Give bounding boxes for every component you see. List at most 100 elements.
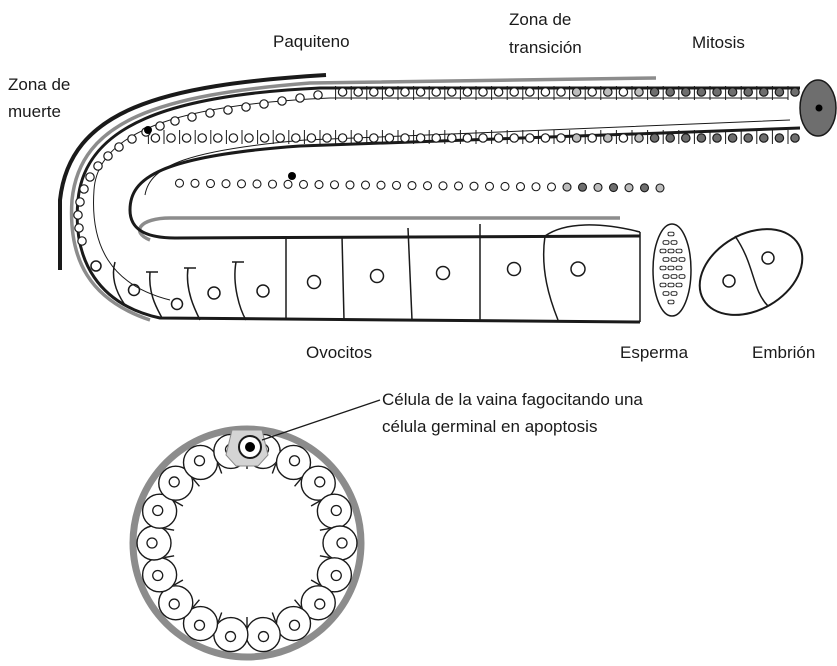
germ-cell (198, 134, 206, 142)
germ-cell (501, 182, 509, 190)
germ-cell (448, 88, 456, 96)
germ-cell (191, 179, 199, 187)
germ-cell (362, 181, 370, 189)
sperm-cell (663, 241, 669, 245)
germ-cell (541, 134, 549, 142)
germ-cell (713, 134, 721, 142)
label-paquiteno: Paquiteno (273, 32, 350, 51)
germ-cell (296, 94, 304, 102)
germ-cell (206, 109, 214, 117)
germ-cell (557, 88, 565, 96)
apoptotic-germ-cell (144, 126, 152, 134)
ring-nucleus (153, 570, 163, 580)
ring-nucleus (195, 620, 205, 630)
sperm-cell (679, 275, 685, 279)
germ-cell (128, 135, 136, 143)
germ-cell (619, 88, 627, 96)
germ-cell (167, 134, 175, 142)
germ-cell (619, 134, 627, 142)
cross-section-inner (175, 471, 319, 615)
label-zona-transicion-1: Zona de (509, 10, 571, 29)
embryo (684, 212, 817, 333)
germ-cell (470, 182, 478, 190)
germ-cell (300, 180, 308, 188)
germ-cell (222, 180, 230, 188)
label-mitosis: Mitosis (692, 33, 745, 52)
sperm-cell (676, 283, 682, 287)
ring-nucleus (331, 506, 341, 516)
germ-cell (760, 134, 768, 142)
label-esperma: Esperma (620, 343, 689, 362)
germ-cell (650, 134, 658, 142)
germ-cell (713, 88, 721, 96)
oocyte-nucleus (257, 285, 269, 297)
oocyte-membranes (113, 262, 246, 320)
germ-cell (572, 88, 580, 96)
germ-cell (666, 88, 674, 96)
oocyte-nucleus (437, 267, 450, 280)
germ-cell (650, 88, 658, 96)
germ-cell (408, 182, 416, 190)
germ-cell (214, 134, 222, 142)
germ-cell (315, 181, 323, 189)
germ-cell (697, 134, 705, 142)
germ-cell (682, 134, 690, 142)
germ-cell (760, 88, 768, 96)
germ-cell (432, 88, 440, 96)
germ-cell (448, 134, 456, 142)
germ-cell (80, 185, 88, 193)
oocyte-nucleus (308, 276, 321, 289)
germ-cell (635, 88, 643, 96)
germ-cell (224, 106, 232, 114)
germ-cell (572, 134, 580, 142)
sperm-cell (663, 292, 669, 296)
ring-nucleus (195, 456, 205, 466)
oocyte-nucleus (91, 261, 101, 271)
sperm-cell (668, 232, 674, 236)
ring-nucleus (226, 632, 236, 642)
germ-cell (416, 134, 424, 142)
germ-cell (75, 224, 83, 232)
germ-cell (354, 88, 362, 96)
apoptotic-nucleus (245, 442, 255, 452)
distal-tip-nucleus (816, 105, 823, 112)
germ-cell (579, 183, 587, 191)
sperm-cell (668, 283, 674, 287)
germ-cell (416, 88, 424, 96)
germ-cell (494, 88, 502, 96)
germ-cell (486, 182, 494, 190)
germ-cell (494, 134, 502, 142)
oocyte-nucleus (208, 287, 220, 299)
sperm-cell (660, 266, 666, 270)
ring-nucleus (147, 538, 157, 548)
ring-nucleus (315, 477, 325, 487)
germ-cell (292, 134, 300, 142)
germ-cell (439, 182, 447, 190)
germ-cell (548, 183, 556, 191)
ring-nucleus (258, 632, 268, 642)
germ-cell (260, 100, 268, 108)
germ-cell (76, 198, 84, 206)
gonad (60, 75, 836, 332)
sperm-cell (671, 275, 677, 279)
germ-cell (557, 134, 565, 142)
germ-cell (278, 97, 286, 105)
germ-cell (245, 134, 253, 142)
sperm-cell (679, 258, 685, 262)
oocyte-nuclei (91, 261, 585, 310)
sperm-cell (663, 275, 669, 279)
germ-cell (207, 180, 215, 188)
label-callout-2: célula germinal en apoptosis (382, 417, 597, 436)
germ-cell (229, 134, 237, 142)
germ-cell (260, 134, 268, 142)
germ-cell (526, 134, 534, 142)
germ-cell (188, 113, 196, 121)
germ-cell (791, 88, 799, 96)
sperm-cell (671, 292, 677, 296)
oocyte-divider (408, 228, 412, 320)
germ-cell (284, 180, 292, 188)
gonad-outline (77, 88, 800, 322)
germ-cell (791, 134, 799, 142)
sperm-cell (668, 249, 674, 253)
